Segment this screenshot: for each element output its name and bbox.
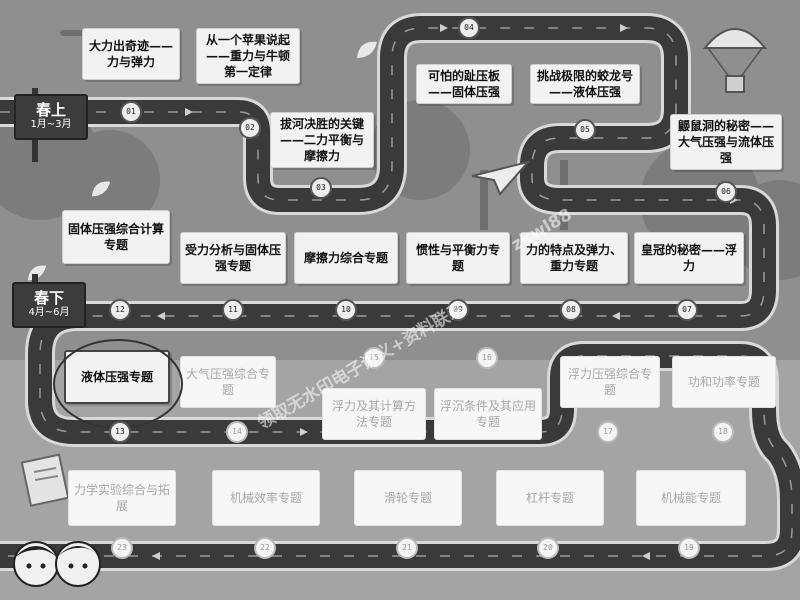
stage-node-23[interactable]: 23 bbox=[111, 537, 133, 559]
stage-node-17[interactable]: 17 bbox=[597, 421, 619, 443]
stage-card-10[interactable]: 摩擦力综合专题 bbox=[294, 232, 398, 284]
stage-node-19[interactable]: 19 bbox=[678, 537, 700, 559]
term-sign-months: 1月~3月 bbox=[30, 119, 72, 130]
term-sign-title: 春上 bbox=[35, 101, 66, 119]
stage-card-11[interactable]: 受力分析与固体压强专题 bbox=[180, 232, 286, 284]
stage-card-05[interactable]: 挑战极限的蛟龙号——液体压强 bbox=[530, 64, 640, 104]
scroll-icon bbox=[20, 453, 70, 507]
stage-card-01[interactable]: 大力出奇迹——力与弹力 bbox=[82, 28, 180, 80]
term-sign-title: 春下 bbox=[33, 289, 64, 307]
leaf-icon bbox=[91, 181, 111, 197]
stage-card-03[interactable]: 拔河决胜的关键——二力平衡与摩擦力 bbox=[270, 112, 374, 168]
stage-card-22[interactable]: 机械效率专题 bbox=[212, 470, 320, 526]
stage-card-02[interactable]: 从一个苹果说起——重力与牛顿第一定律 bbox=[196, 28, 300, 84]
stage-node-20[interactable]: 20 bbox=[537, 537, 559, 559]
stage-card-08[interactable]: 力的特点及弹力、重力专题 bbox=[520, 232, 628, 284]
stage-node-06[interactable]: 06 bbox=[715, 181, 737, 203]
stage-node-22[interactable]: 22 bbox=[254, 537, 276, 559]
leaf-icon bbox=[357, 41, 377, 58]
cartoon-students-icon bbox=[13, 541, 101, 587]
stage-card-04[interactable]: 可怕的趾压板——固体压强 bbox=[416, 64, 512, 104]
stage-node-03[interactable]: 03 bbox=[310, 177, 332, 199]
stage-card-21[interactable]: 滑轮专题 bbox=[354, 470, 462, 526]
stage-card-18[interactable]: 功和功率专题 bbox=[672, 356, 776, 408]
stage-node-09[interactable]: 09 bbox=[447, 299, 469, 321]
stage-card-23[interactable]: 力学实验综合与拓展 bbox=[68, 470, 176, 526]
stage-node-12[interactable]: 12 bbox=[109, 299, 131, 321]
stage-node-21[interactable]: 21 bbox=[396, 537, 418, 559]
stage-card-16[interactable]: 浮沉条件及其应用专题 bbox=[434, 388, 542, 440]
stage-node-05[interactable]: 05 bbox=[574, 119, 596, 141]
term-sign-months: 4月~6月 bbox=[28, 307, 70, 318]
stage-card-17[interactable]: 浮力压强综合专题 bbox=[560, 356, 660, 408]
stage-node-04[interactable]: 04 bbox=[458, 17, 480, 39]
stage-card-06[interactable]: 鼹鼠洞的秘密——大气压强与流体压强 bbox=[670, 114, 782, 170]
stage-node-11[interactable]: 11 bbox=[222, 299, 244, 321]
stage-node-10[interactable]: 10 bbox=[335, 299, 357, 321]
stage-card-15[interactable]: 浮力及其计算方法专题 bbox=[322, 388, 426, 440]
stage-node-07[interactable]: 07 bbox=[676, 299, 698, 321]
stage-node-15[interactable]: 15 bbox=[363, 347, 385, 369]
term-sign-spring-2: 春下 4月~6月 bbox=[12, 282, 86, 328]
stage-card-09[interactable]: 惯性与平衡力专题 bbox=[406, 232, 510, 284]
paper-plane-icon bbox=[471, 160, 530, 196]
stage-card-13[interactable]: 液体压强专题 bbox=[64, 350, 170, 404]
stage-card-12[interactable]: 固体压强综合计算专题 bbox=[62, 210, 170, 264]
stage-node-02[interactable]: 02 bbox=[239, 117, 261, 139]
term-sign-spring-1: 春上 1月~3月 bbox=[14, 94, 88, 140]
stage-node-08[interactable]: 08 bbox=[560, 299, 582, 321]
stage-card-14[interactable]: 大气压强综合专题 bbox=[180, 356, 276, 408]
stage-node-01[interactable]: 01 bbox=[120, 101, 142, 123]
stage-node-14[interactable]: 14 bbox=[226, 421, 248, 443]
stage-card-19[interactable]: 机械能专题 bbox=[636, 470, 746, 526]
stage-node-18[interactable]: 18 bbox=[712, 421, 734, 443]
stage-node-13[interactable]: 13 bbox=[109, 421, 131, 443]
stage-node-16[interactable]: 16 bbox=[476, 347, 498, 369]
stage-card-20[interactable]: 杠杆专题 bbox=[496, 470, 604, 526]
parachute-icon bbox=[702, 28, 768, 93]
stage-card-07[interactable]: 皇冠的秘密——浮力 bbox=[634, 232, 744, 284]
